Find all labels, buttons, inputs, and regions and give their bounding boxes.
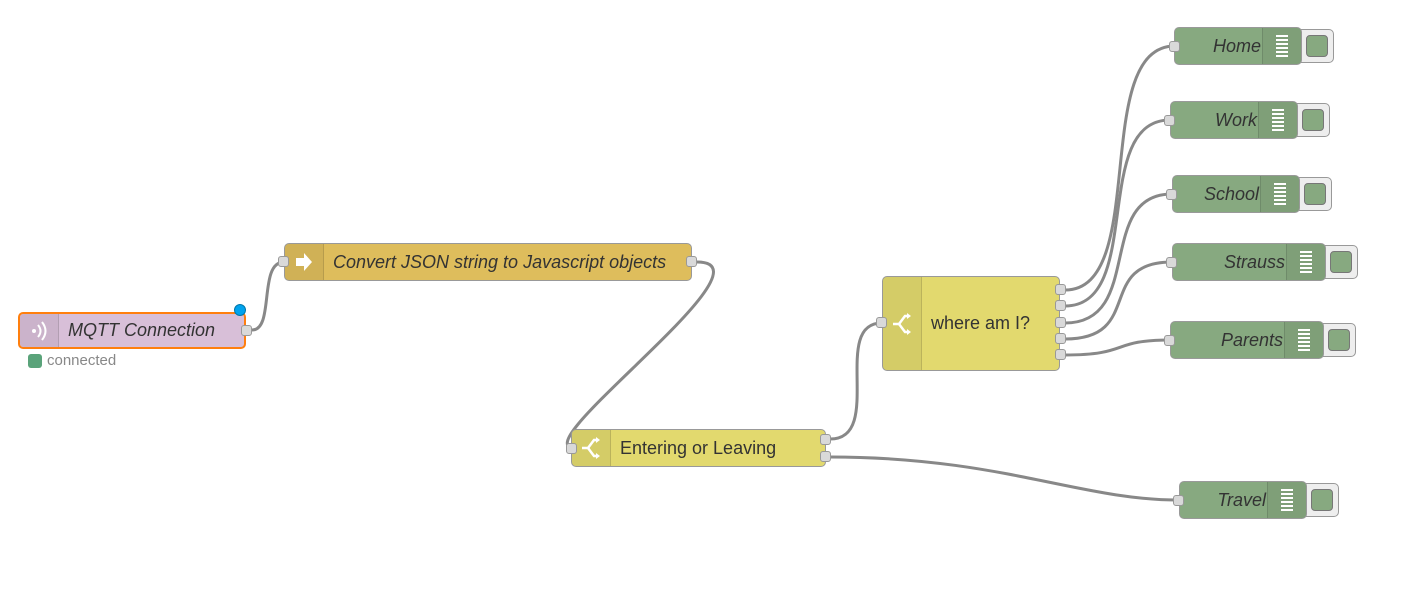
debug-list-icon (1267, 482, 1306, 518)
entering-input-port[interactable] (566, 443, 577, 454)
home-debug-node[interactable]: Home (1174, 27, 1302, 65)
mqtt-status-text: connected (47, 352, 117, 369)
parents-input-port[interactable] (1164, 335, 1175, 346)
where-am-i-node[interactable]: where am I? (882, 276, 1060, 371)
where-output-port-5[interactable] (1055, 349, 1066, 360)
wire-where-strauss[interactable] (1064, 260, 1173, 341)
wire-where-work[interactable] (1064, 118, 1171, 308)
where-output-port-4[interactable] (1055, 333, 1066, 344)
work-input-port[interactable] (1164, 115, 1175, 126)
json-node-label: Convert JSON string to Javascript object… (333, 251, 667, 272)
where-output-port-2[interactable] (1055, 300, 1066, 311)
entering-leaving-node[interactable]: Entering or Leaving (571, 429, 826, 467)
travel-debug-node[interactable]: Travel (1179, 481, 1307, 519)
where-output-port-1[interactable] (1055, 284, 1066, 295)
status-connected-icon (28, 354, 42, 368)
wire-json-entering[interactable] (565, 260, 715, 450)
work-debug-node[interactable]: Work (1170, 101, 1298, 139)
parents-debug-node[interactable]: Parents (1170, 321, 1324, 359)
home-input-port[interactable] (1169, 41, 1180, 52)
parents-debug-toggle[interactable] (1322, 323, 1356, 357)
wire-where-school[interactable] (1064, 192, 1173, 325)
work-debug-toggle[interactable] (1296, 103, 1330, 137)
debug-list-icon (1284, 322, 1323, 358)
travel-debug-toggle[interactable] (1305, 483, 1339, 517)
parents-debug-label: Parents (1220, 329, 1283, 350)
json-arrow-icon (285, 244, 324, 280)
entering-output-port-1[interactable] (820, 434, 831, 445)
wire-where-home[interactable] (1064, 44, 1176, 292)
travel-debug-label: Travel (1217, 489, 1266, 510)
entering-leaving-label: Entering or Leaving (620, 437, 777, 458)
mqtt-output-port[interactable] (241, 325, 252, 336)
strauss-debug-node[interactable]: Strauss (1172, 243, 1326, 281)
debug-list-icon (1286, 244, 1325, 280)
home-debug-label: Home (1212, 35, 1261, 56)
strauss-debug-toggle[interactable] (1324, 245, 1358, 279)
switch-icon (572, 430, 611, 466)
json-node[interactable]: Convert JSON string to Javascript object… (284, 243, 692, 281)
debug-list-icon (1258, 102, 1297, 138)
changed-indicator (234, 304, 246, 316)
wire-entering-where[interactable] (829, 321, 883, 441)
entering-output-port-2[interactable] (820, 451, 831, 462)
where-output-port-3[interactable] (1055, 317, 1066, 328)
strauss-debug-label: Strauss (1223, 251, 1285, 272)
home-debug-toggle[interactable] (1300, 29, 1334, 63)
mqtt-node[interactable]: MQTT Connection (18, 312, 246, 349)
debug-list-icon (1262, 28, 1301, 64)
where-input-port[interactable] (876, 317, 887, 328)
travel-input-port[interactable] (1173, 495, 1184, 506)
where-am-i-label: where am I? (931, 313, 1031, 333)
school-input-port[interactable] (1166, 189, 1177, 200)
work-debug-label: Work (1215, 109, 1257, 130)
wire-where-parents[interactable] (1064, 338, 1171, 357)
school-debug-node[interactable]: School (1172, 175, 1300, 213)
debug-list-icon (1260, 176, 1299, 212)
switch-icon (883, 277, 922, 370)
json-output-port[interactable] (686, 256, 697, 267)
wire-entering-travel[interactable] (829, 455, 1179, 502)
json-input-port[interactable] (278, 256, 289, 267)
wire-mqtt-json[interactable] (251, 260, 285, 332)
mqtt-node-label: MQTT Connection (68, 320, 216, 340)
school-debug-toggle[interactable] (1298, 177, 1332, 211)
strauss-input-port[interactable] (1166, 257, 1177, 268)
school-debug-label: School (1203, 183, 1259, 204)
mqtt-broadcast-icon (20, 314, 59, 347)
